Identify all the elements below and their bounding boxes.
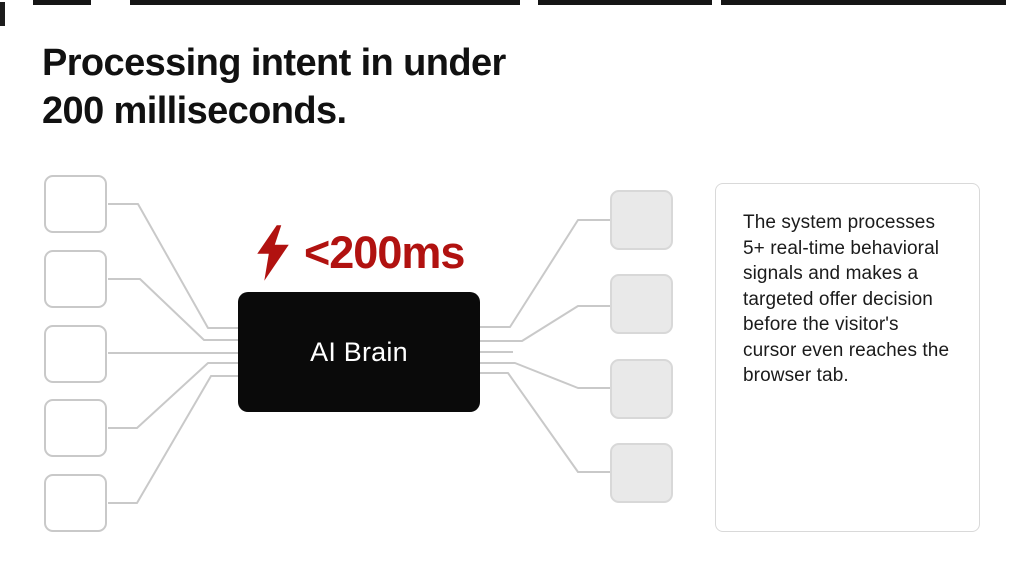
connector-output-2	[480, 305, 610, 342]
output-node	[610, 443, 673, 503]
top-cutoff-artifact	[130, 0, 520, 5]
page-title: Processing intent in under 200 milliseco…	[42, 40, 642, 136]
input-node	[44, 399, 107, 457]
lightning-bolt-icon	[257, 225, 289, 281]
input-node	[44, 250, 107, 308]
output-node	[610, 190, 673, 250]
connector-input-1	[108, 203, 238, 329]
top-cutoff-artifact	[538, 0, 712, 5]
page-title-line1: Processing intent in under	[42, 42, 506, 84]
ai-brain-box: AI Brain	[238, 292, 480, 412]
top-cutoff-artifact	[0, 2, 5, 26]
input-node	[44, 325, 107, 383]
connector-input-5	[108, 375, 238, 504]
connector-input-4	[108, 362, 238, 429]
output-node	[610, 359, 673, 419]
info-panel-text: The system processes 5+ real-time behavi…	[743, 212, 950, 386]
connector-output-1	[480, 219, 610, 328]
connector-output-4	[480, 372, 610, 473]
latency-value: <200ms	[304, 227, 465, 278]
top-cutoff-artifact	[33, 0, 91, 5]
ai-brain-label: AI Brain	[310, 336, 408, 367]
input-node	[44, 474, 107, 532]
input-node	[44, 175, 107, 233]
page-title-line2: 200 milliseconds.	[42, 89, 347, 132]
info-panel: The system processes 5+ real-time behavi…	[715, 183, 980, 532]
connector-output-3	[480, 362, 610, 389]
latency-badge: <200ms	[255, 222, 465, 284]
output-node	[610, 274, 673, 334]
top-cutoff-artifact	[721, 0, 1006, 5]
connector-input-2	[108, 278, 238, 341]
